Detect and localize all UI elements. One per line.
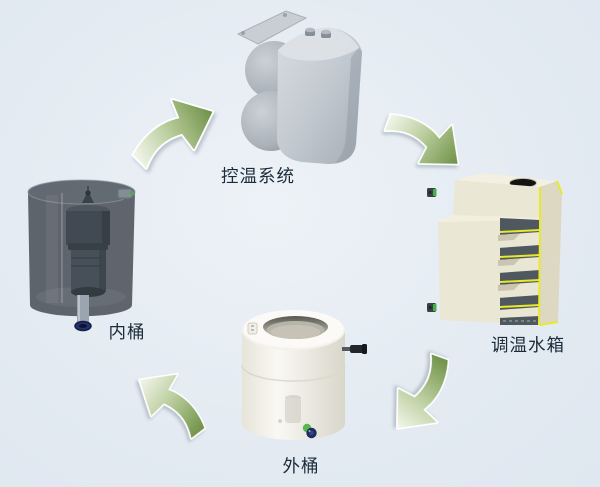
outer-barrel-label: 外桶 [282,456,320,476]
control-system-label: 控温系统 [221,166,295,186]
inner-barrel-figure [27,177,142,335]
control-box-body [276,27,362,164]
tank-right-face [540,181,562,325]
tank-fitting-upper [427,188,437,197]
outer-barrel-body [242,330,345,440]
tank-yellow-edges [499,180,563,326]
rod-bracket [117,188,133,199]
drain-knob [302,423,317,439]
control-system-illustration [236,10,362,164]
arrow-outer-barrel-to-inner-barrel [138,372,206,440]
outer-barrel-figure [238,303,373,453]
internal-ghost [278,395,301,423]
arrow-inner-barrel-to-control-system [131,97,215,170]
mount-plate [236,10,308,45]
tank-upper-front [453,180,540,218]
water-tank-illustration [427,173,563,326]
side-valve [342,344,367,354]
inner-device [66,186,110,297]
barrel-seam [241,364,346,382]
rim-fitting [247,322,258,335]
arrow-control-system-to-water-tank [383,113,460,166]
inner-barrel-illustration [27,179,136,332]
water-tank-figure [427,172,577,332]
arrow-water-tank-to-outer-barrel [395,352,450,430]
inner-barrel-label: 内桶 [108,322,146,342]
water-tank-label: 调温水箱 [491,335,565,355]
tank-cutaway-baffles [498,218,540,325]
outer-barrel-illustration [241,310,367,440]
outlet-pipe [74,295,92,332]
control-system-figure [228,6,378,168]
tank-fitting-lower [427,303,437,312]
top-fittings [305,27,331,38]
inner-barrel-rim [27,179,136,205]
